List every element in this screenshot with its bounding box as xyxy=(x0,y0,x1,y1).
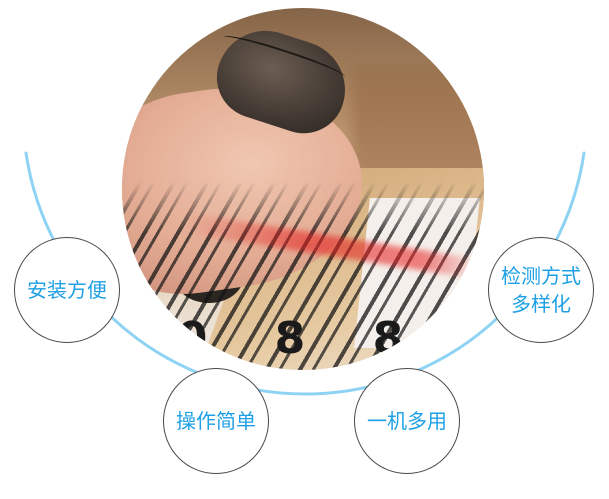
feature-bubble-multi-detection: 检测方式 多样化 xyxy=(488,237,594,343)
feature-bubble-easy-operation: 操作简单 xyxy=(163,368,269,474)
feature-label: 操作简单 xyxy=(176,409,256,433)
feature-bubble-multi-purpose: 一机多用 xyxy=(354,368,460,474)
barcode-bars xyxy=(122,8,484,370)
feature-label: 安装方便 xyxy=(27,278,107,302)
feature-bubble-easy-install: 安装方便 xyxy=(14,237,120,343)
feature-label: 一机多用 xyxy=(367,409,447,433)
barcode-digits: 0 8 8 xyxy=(176,313,430,364)
feature-label: 检测方式 多样化 xyxy=(501,264,581,316)
barcode-scanner-photo: 0 8 8 xyxy=(122,8,484,370)
